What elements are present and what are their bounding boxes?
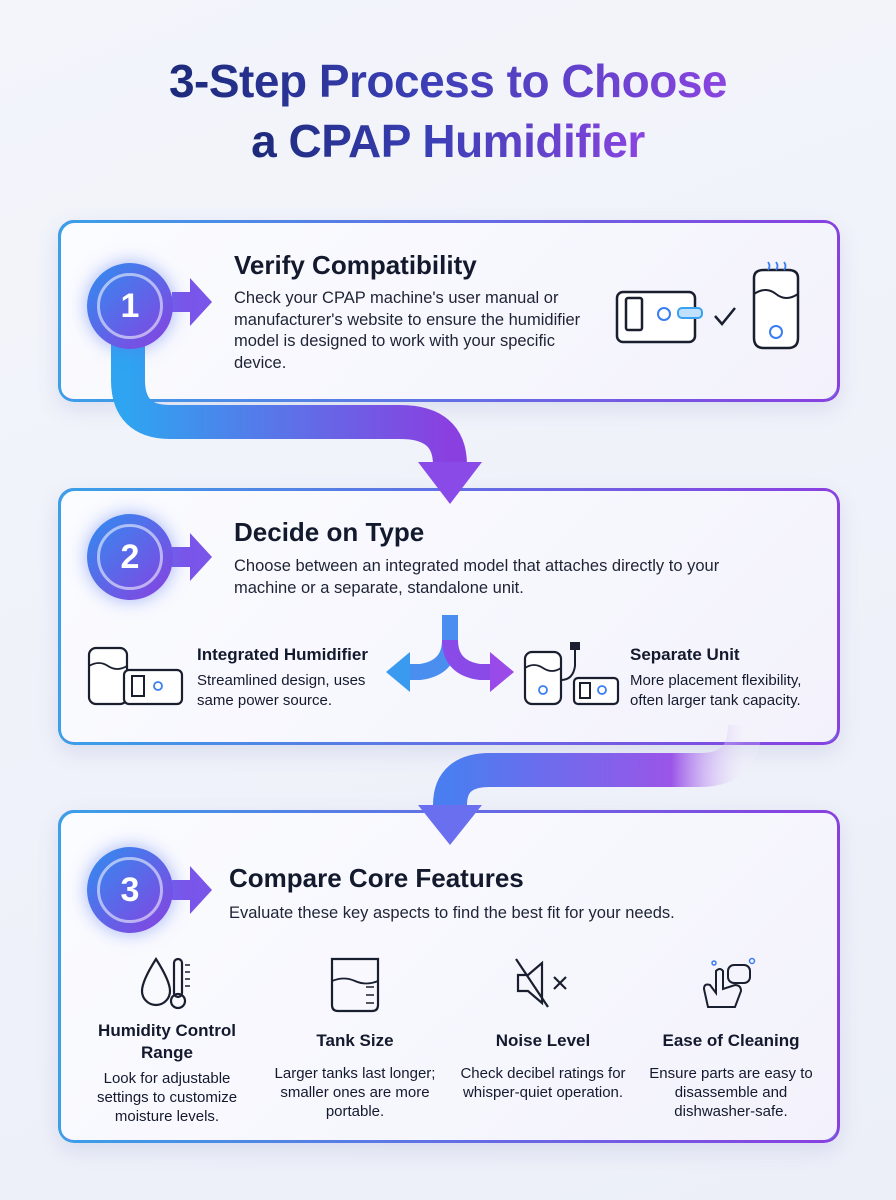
step-3-card: [58, 810, 839, 1142]
step-2-heading: Decide on Type: [234, 517, 425, 547]
cpap-humidifier-compatible-icon: [615, 261, 800, 350]
feature-tank-size: Tank Size Larger tanks last longer; smal…: [265, 1030, 445, 1121]
arrow-right-1: [172, 278, 212, 326]
step-1-heading: Verify Compatibility: [234, 250, 477, 280]
arrow-right-3: [172, 866, 212, 914]
step-2-badge: 2: [87, 514, 173, 600]
connector-1-to-2: [111, 340, 467, 466]
feature-desc: Look for adjustable settings to customiz…: [96, 1070, 238, 1125]
option-integrated-title: Integrated Humidifier: [197, 645, 368, 664]
integrated-humidifier-icon: [87, 646, 184, 706]
step-3-heading: Compare Core Features: [229, 863, 524, 893]
hand-sponge-icon: [702, 957, 756, 1008]
step-3-badge: 3: [87, 847, 173, 933]
feature-desc: Ensure parts are easy to disassemble and…: [649, 1065, 813, 1120]
feature-title: Humidity Control Range: [98, 1021, 236, 1062]
feature-title: Noise Level: [495, 1031, 591, 1050]
feature-title: Tank Size: [316, 1031, 394, 1050]
step-2-body: Choose between an integrated model that …: [234, 557, 720, 597]
feature-desc: Check decibel ratings for whisper-quiet …: [460, 1065, 626, 1101]
droplet-thermometer-icon: [140, 956, 190, 1010]
step-1-body: Check your CPAP machine's user manual or…: [234, 289, 581, 372]
measuring-tank-icon: [330, 957, 380, 1013]
separate-unit-icon: [523, 642, 620, 706]
step-3-body: Evaluate these key aspects to find the b…: [229, 904, 675, 922]
arrow-down-1: [418, 462, 482, 504]
split-arrow-icon: [386, 615, 514, 692]
feature-humidity-control: Humidity Control Range Look for adjustab…: [77, 1020, 257, 1126]
page-title-line2: a CPAP Humidifier: [251, 115, 645, 167]
option-integrated-desc: Streamlined design, uses same power sour…: [197, 672, 366, 709]
feature-ease-of-cleaning: Ease of Cleaning Ensure parts are easy t…: [641, 1030, 821, 1121]
arrow-down-2: [418, 805, 482, 845]
feature-title: Ease of Cleaning: [662, 1031, 800, 1050]
option-separate-title: Separate Unit: [630, 645, 740, 664]
feature-noise-level: Noise Level Check decibel ratings for wh…: [453, 1030, 633, 1102]
speaker-mute-icon: [515, 958, 567, 1008]
page-title-line1: 3-Step Process to Choose: [168, 55, 728, 107]
option-separate-desc: More placement flexibility, often larger…: [630, 672, 802, 709]
feature-desc: Larger tanks last longer; smaller ones a…: [274, 1065, 436, 1120]
step-1-badge: 1: [87, 263, 173, 349]
arrow-right-2: [172, 533, 212, 581]
connector-2-to-3: [433, 724, 762, 807]
